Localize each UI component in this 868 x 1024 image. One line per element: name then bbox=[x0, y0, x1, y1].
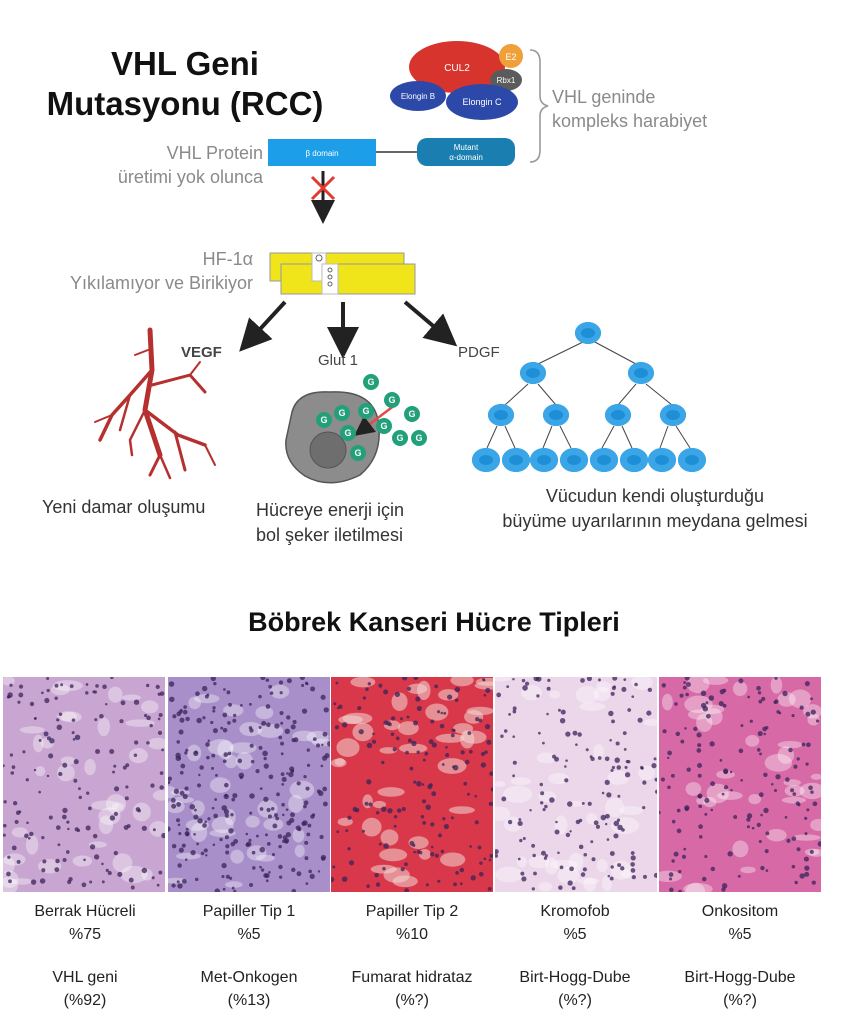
page-title: VHL Geni Mutasyonu (RCC) bbox=[40, 44, 330, 124]
mutant-label-1: Mutant bbox=[454, 143, 479, 152]
hif-note-line-2: Yıkılamıyor ve Birikiyor bbox=[69, 273, 253, 293]
title-line-2: Mutasyonu (RCC) bbox=[46, 85, 324, 122]
cell-type-gene-percent: (%?) bbox=[723, 992, 757, 1009]
e2-protein bbox=[499, 44, 523, 68]
glucose-cell-illustration bbox=[285, 391, 396, 484]
cell-type-percent: %75 bbox=[68, 926, 102, 943]
cell-type-percent: %10 bbox=[395, 926, 429, 943]
beta-domain-label: β domain bbox=[305, 149, 338, 158]
histology-texture bbox=[659, 677, 821, 892]
histology-image-clear-cell bbox=[3, 677, 165, 892]
cell-type-percent: %5 bbox=[237, 926, 261, 943]
cell-type-name: Berrak Hücreli bbox=[34, 903, 136, 920]
vhl-complex: CUL2 E2 Rbx1 Elongin B Elongin C β domai… bbox=[268, 41, 523, 166]
hif-note: HF-1α Yıkılamıyor ve Birikiyor bbox=[20, 247, 253, 295]
cell-type-gene-percent: (%?) bbox=[395, 992, 429, 1009]
histology-texture bbox=[168, 677, 330, 892]
beta-domain bbox=[268, 139, 376, 166]
histology-texture bbox=[3, 677, 165, 892]
rbx1-label: Rbx1 bbox=[497, 76, 516, 85]
pdgf-caption-line-1: Vücudun kendi oluşturduğu bbox=[545, 486, 765, 506]
complex-bracket bbox=[529, 49, 549, 163]
complex-note-line-2: kompleks harabiyet bbox=[552, 111, 708, 131]
vegf-label: VEGF bbox=[181, 344, 222, 361]
elongin-b-protein bbox=[390, 81, 446, 111]
cell-type-percent: %5 bbox=[728, 926, 752, 943]
cell-division-tree bbox=[486, 340, 691, 449]
vhl-protein-note: VHL Protein üretimi yok olunca bbox=[70, 141, 263, 189]
cell-type-caption: Kromofob %5 Birt-Hogg-Dube (%?) bbox=[490, 900, 660, 1012]
arrow-to-vegf bbox=[239, 300, 287, 352]
cross-icon bbox=[310, 175, 336, 201]
pdgf-caption-line-2: büyüme uyarılarının meydana gelmesi bbox=[502, 511, 808, 531]
histology-image-oncocytoma bbox=[659, 677, 821, 892]
cell-type-gene: Birt-Hogg-Dube bbox=[684, 969, 796, 986]
cell-type-gene-percent: (%?) bbox=[558, 992, 592, 1009]
cul2-protein bbox=[409, 41, 505, 93]
histology-image-chromophobe bbox=[495, 677, 657, 892]
hif-1a-accumulation bbox=[269, 252, 416, 295]
cell-type-gene: Met-Onkogen bbox=[200, 969, 298, 986]
cell-type-gene-percent: (%92) bbox=[63, 992, 107, 1009]
vegf-caption: Yeni damar oluşumu bbox=[42, 497, 206, 517]
cell-type-gene: Birt-Hogg-Dube bbox=[519, 969, 631, 986]
cell-type-gene: Fumarat hidrataz bbox=[351, 969, 473, 986]
cell-type-percent: %5 bbox=[563, 926, 587, 943]
glut-caption-line-2: bol şeker iletilmesi bbox=[256, 525, 404, 545]
glut-caption-line-1: Hücreye enerji için bbox=[256, 500, 405, 520]
cell-type-gene-percent: (%13) bbox=[227, 992, 271, 1009]
vhl-pathway-diagram: CUL2 E2 Rbx1 Elongin B Elongin C β domai… bbox=[94, 41, 691, 484]
mutant-label-2: α-domain bbox=[449, 153, 483, 162]
cell-type-name: Papiller Tip 1 bbox=[202, 903, 296, 920]
hif-note-line-1: HF-1α bbox=[202, 249, 253, 269]
title-line-1: VHL Geni bbox=[111, 45, 259, 82]
pdgf-label: PDGF bbox=[458, 344, 500, 361]
pdgf-caption: Vücudun kendi oluşturduğu büyüme uyarıla… bbox=[475, 484, 835, 534]
complex-note-line-1: VHL geninde bbox=[552, 87, 656, 107]
vhl-protein-note-line-2: üretimi yok olunca bbox=[117, 167, 263, 187]
glut-label: Glut 1 bbox=[318, 352, 358, 369]
e2-label: E2 bbox=[505, 52, 516, 62]
cell-type-name: Papiller Tip 2 bbox=[365, 903, 459, 920]
cell-type-caption: Onkositom %5 Birt-Hogg-Dube (%?) bbox=[655, 900, 825, 1012]
blood-vessel-illustration bbox=[94, 327, 216, 480]
complex-note: VHL geninde kompleks harabiyet bbox=[552, 85, 707, 133]
cell-type-gene: VHL geni bbox=[52, 969, 118, 986]
histology-image-papillary-1 bbox=[168, 677, 330, 892]
section-title: Böbrek Kanseri Hücre Tipleri bbox=[248, 607, 620, 637]
cell-type-name: Kromofob bbox=[540, 903, 610, 920]
cell-type-caption: Papiller Tip 2 %10 Fumarat hidrataz (%?) bbox=[327, 900, 497, 1012]
histology-texture bbox=[495, 677, 657, 892]
arrow-to-pdgf bbox=[403, 300, 458, 347]
cell-type-name: Onkositom bbox=[701, 903, 779, 920]
elongin-c-protein bbox=[446, 84, 518, 120]
elongin-c-label: Elongin C bbox=[462, 97, 502, 107]
cell-type-caption: Berrak Hücreli %75 VHL geni (%92) bbox=[0, 900, 170, 1012]
rbx1-protein bbox=[490, 69, 522, 91]
mutant-alpha-domain bbox=[417, 138, 515, 166]
cul2-label: CUL2 bbox=[444, 63, 470, 74]
histology-texture bbox=[331, 677, 493, 892]
histology-image-papillary-2 bbox=[331, 677, 493, 892]
elongin-b-label: Elongin B bbox=[401, 92, 435, 101]
cell-type-caption: Papiller Tip 1 %5 Met-Onkogen (%13) bbox=[164, 900, 334, 1012]
vhl-protein-note-line-1: VHL Protein bbox=[166, 143, 263, 163]
glut-caption: Hücreye enerji için bol şeker iletilmesi bbox=[256, 498, 404, 548]
